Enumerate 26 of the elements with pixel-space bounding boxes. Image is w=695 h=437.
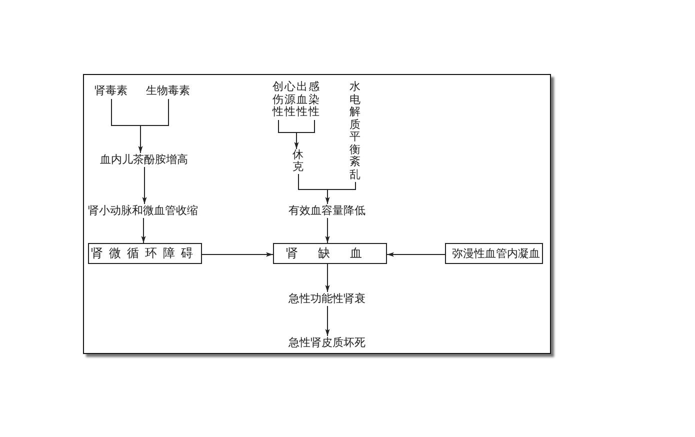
step-text: 肾小动脉和微血管收缩 <box>88 204 198 218</box>
process-box: 肾缺血 <box>273 243 387 264</box>
step-text: 生物毒素 <box>146 84 190 98</box>
cause-text: 心源性 <box>284 81 296 118</box>
step-text: 血内儿茶酚胺增高 <box>100 153 188 167</box>
process-box: 弥漫性血管内凝血 <box>445 243 543 264</box>
cause-text: 感染性 <box>308 81 320 118</box>
bracket-arrow <box>111 98 169 154</box>
arrow <box>325 218 330 244</box>
step-text: 休克 <box>292 149 304 173</box>
cause-text: 出血性 <box>296 81 308 118</box>
arrow <box>142 166 147 204</box>
arrow <box>386 252 446 257</box>
arrow <box>202 252 274 257</box>
process-box: 肾微循环障碍 <box>88 243 202 264</box>
arrow <box>325 306 330 336</box>
bracket-arrow <box>298 174 356 204</box>
cause-text: 创伤性 <box>272 81 284 118</box>
step-text: 肾毒素 <box>94 84 128 98</box>
step-text: 水电解质平衡紊乱 <box>349 81 361 181</box>
step-text: 急性功能性肾衰 <box>288 292 366 306</box>
bracket-arrow <box>278 120 315 150</box>
step-text: 有效血容量降低 <box>288 204 366 218</box>
arrow <box>141 218 146 244</box>
arrow <box>325 264 330 292</box>
step-text: 急性肾皮质坏死 <box>288 336 366 350</box>
